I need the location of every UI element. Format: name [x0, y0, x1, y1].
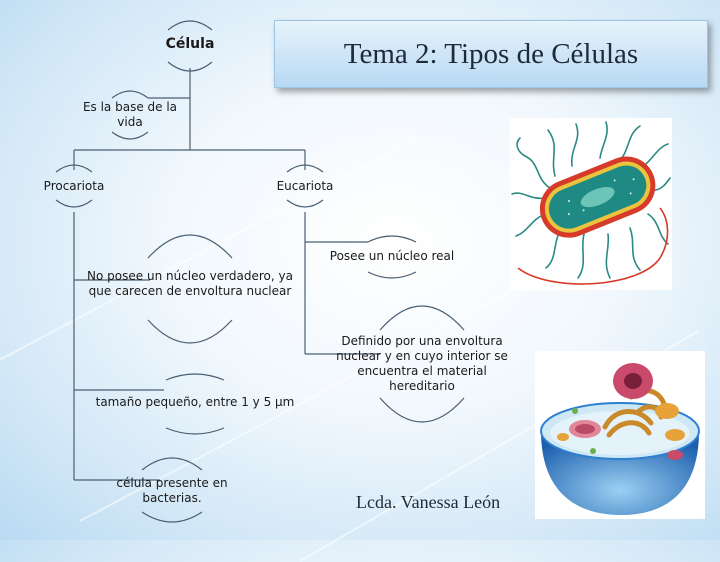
bracket-arc — [167, 20, 213, 31]
root-node-label: Célula — [165, 36, 215, 52]
concept-map-connectors — [55, 20, 465, 523]
bracket-arc — [147, 234, 233, 259]
bracket-arc — [165, 373, 225, 381]
bracket-arc — [111, 90, 149, 99]
procariota-item-bacteria: célula presente en bacterias. — [116, 476, 228, 505]
eucariota-item-envelope: Definido por una envoltura nuclear y en … — [336, 334, 508, 393]
eucariota-item-nucleus: Posee un núcleo real — [329, 249, 455, 263]
bracket-arc — [147, 319, 233, 344]
bracket-arc — [141, 511, 203, 523]
bracket-arc — [165, 427, 225, 435]
eukaryotic-cell-illustration — [535, 351, 705, 519]
procariota-item-nucleus: No posee un núcleo verdadero, ya que car… — [87, 269, 293, 298]
bracket-arc — [367, 271, 417, 279]
root-description: Es la base de la vida — [82, 100, 178, 129]
bracket-arc — [367, 235, 417, 243]
prokaryotic-bacterium-illustration — [510, 118, 672, 290]
bracket-arc — [286, 164, 324, 173]
bracket-arc — [286, 199, 324, 208]
procariota-item-size: tamaño pequeño, entre 1 y 5 μm — [95, 395, 295, 409]
bracket-arc — [111, 131, 149, 140]
bracket-arc — [379, 305, 465, 331]
bracket-arc — [379, 397, 465, 423]
bracket-arc — [55, 199, 93, 208]
bracket-arc — [55, 164, 93, 173]
slide-title: Tema 2: Tipos de Células — [343, 37, 639, 70]
slide-title-box: Tema 2: Tipos de Células — [274, 20, 708, 88]
procariota-node-label: Procariota — [43, 179, 105, 193]
bracket-arc — [141, 457, 203, 471]
author-name: Lcda. Vanessa León — [356, 492, 501, 512]
eucariota-node-label: Eucariota — [276, 179, 334, 193]
